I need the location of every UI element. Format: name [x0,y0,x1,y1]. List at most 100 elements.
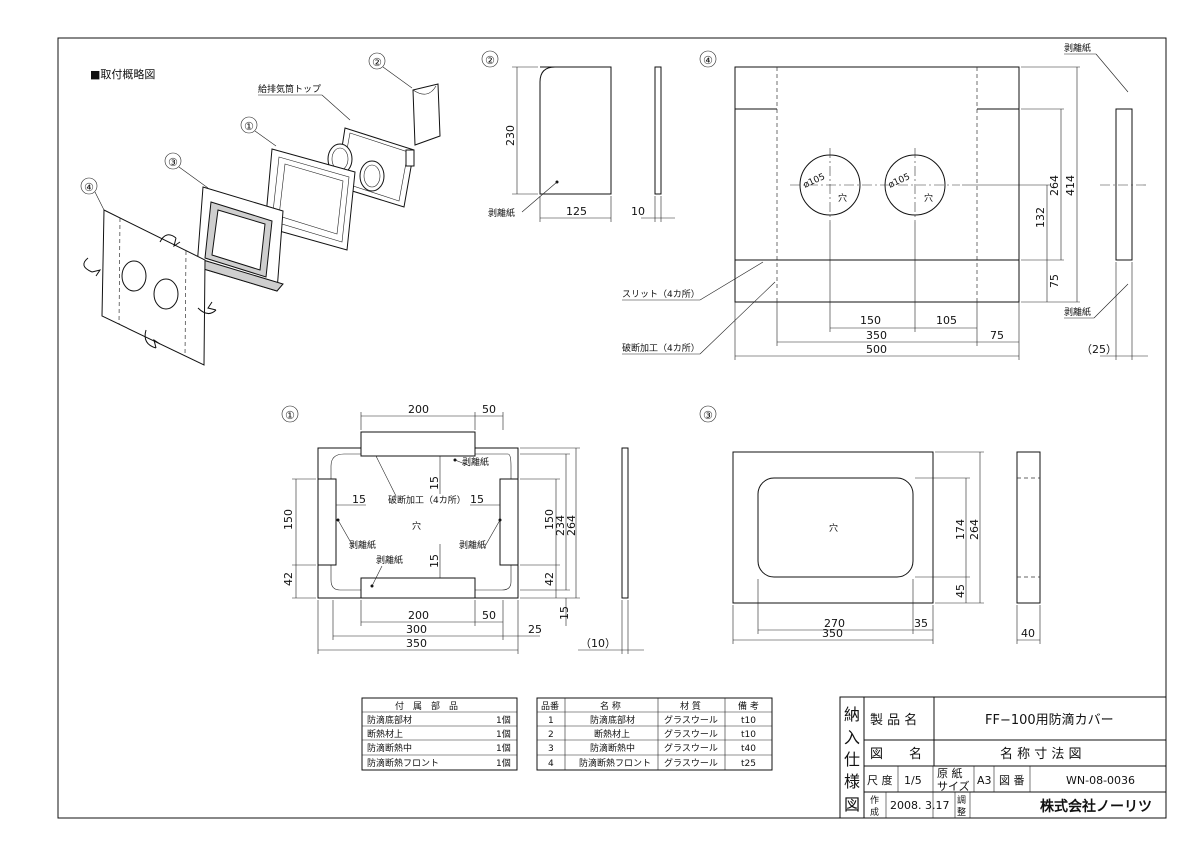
callout-3-circle [164,152,182,170]
v3-dim-40: 40 [1021,627,1035,640]
tb-made-label1: 作 [870,794,879,806]
acc-row-4-qty: 1個 [496,757,511,769]
parts-header-note: 備 考 [738,700,759,712]
parts-row-1-no: 1 [548,716,554,726]
v1-hole: 穴 [412,520,421,532]
v2-peel-label: 剥離紙 [488,207,515,219]
view-2-mark: ② [485,54,495,67]
v1-peel-left: 剥離紙 [349,539,376,551]
v1-peel-bottom: 剥離紙 [376,554,403,566]
v4-hole-left: 穴 [838,192,847,204]
parts-row-2-mat: グラスウール [664,728,718,740]
part-1-sketch [264,148,356,251]
drawing-frame [57,37,1167,819]
v1-dim-top50: 50 [482,403,496,416]
tb-side-4: 様 [844,772,860,791]
tb-company: 株式会社ノーリツ [1040,798,1152,815]
tb-number-value: WN-08-0036 [1066,774,1135,787]
callout-2-circle [368,52,386,70]
tb-product-label: 製 品 名 [870,712,917,728]
v3-dim-264: 264 [968,519,981,540]
v1-dim-v15a: 15 [428,476,441,490]
acc-row-3-name: 防滴断熱中 [367,742,412,754]
tb-drawing-value: 名 称 寸 法 図 [1000,746,1082,762]
view-1-mark: ① [285,409,295,422]
parts-header-name: 名 称 [600,700,621,712]
part-1-side [621,447,629,599]
v4-dia-left: ø105 [802,172,827,191]
part-4-sketch [83,209,217,366]
callout-1-circle [240,116,258,134]
tab-top [360,431,476,457]
v2-dim-10: 10 [631,205,645,218]
view-4-mark: ④ [703,54,713,67]
tb-paper-label2: サイズ [937,779,970,793]
v1-dim-b200: 200 [408,609,429,622]
vent-top-label: 給排気筒トップ [258,83,321,95]
callout-3: ③ [168,156,178,169]
tb-paper-value: A3 [977,774,992,787]
part-3-sketch [196,186,284,292]
v1-dim-r15: 15 [470,493,484,506]
acc-row-2-name: 断熱材上 [367,728,403,740]
v1-dim-v15b: 15 [428,554,441,568]
part-4-side [1115,108,1133,261]
v3-hole: 穴 [829,522,838,534]
tab-left [317,478,337,566]
tb-made-value: 2008. 3.17 [890,799,949,812]
title-block: 納 入 仕 様 図 製 品 名 FF−100用防滴カバー 図 名 名 称 寸 法… [839,696,1167,819]
tab-right [499,478,519,566]
view-4: ④ ø105 ø105 穴 穴 414 264 132 75 [622,42,1148,360]
v1-dim-b25: 25 [528,623,542,636]
v2-dim-230: 230 [504,125,517,146]
overview-title: ■取付概略図 [90,67,155,81]
parts-row-3-name: 防滴断熱中 [590,742,635,754]
v1-peel-right: 剥離紙 [459,539,486,551]
tb-side-3: 仕 [844,750,860,769]
v4-slit-label: スリット（4カ所） [622,289,700,300]
tb-product-value: FF−100用防滴カバー [985,712,1114,728]
parts-row-4-mat: グラスウール [664,757,718,769]
v1-dim-l150: 150 [282,509,295,530]
parts-header-mat: 材 質 [680,700,701,712]
tab-bottom [360,577,476,599]
parts-row-4-note: t25 [741,759,756,769]
v3-dim-174: 174 [954,519,967,540]
v1-peel-top-right: 剥離紙 [462,456,489,468]
v3-dim-270: 270 [824,617,845,630]
acc-row-2-qty: 1個 [496,728,511,740]
v1-break-label: 破断加工（4カ所） [388,494,466,506]
v1-dim-b50: 50 [482,609,496,622]
parts-row-2-no: 2 [548,730,554,740]
parts-row-3-mat: グラスウール [664,742,718,754]
tb-side-1: 納 [844,705,860,724]
v4-dim-105: 105 [936,314,957,327]
v4-dim-264: 264 [1048,175,1061,196]
v3-dim-35: 35 [914,617,928,630]
tb-paper-label1: 原 紙 [937,766,963,780]
parts-row-3-note: t40 [741,744,756,754]
part-2-side [654,66,662,195]
v3-dim-45: 45 [954,584,967,598]
v4-dia-right: ø105 [887,172,912,191]
v4-dim-414: 414 [1064,175,1077,196]
tb-scale-label: 尺 度 [867,773,893,787]
acc-row-1-qty: 1個 [496,714,511,726]
v1-dim-t10: （10） [580,637,616,650]
parts-row-2-note: t10 [741,730,756,740]
parts-row-3-no: 3 [548,744,554,754]
view-2: ② 230 125 10 剥離紙 [481,50,675,222]
v3-dim-350: 350 [822,627,843,640]
v1-dim-l15: 15 [352,493,366,506]
v1-dim-264: 264 [565,515,578,536]
v4-dim-132: 132 [1034,207,1047,228]
parts-row-1-note: t10 [741,716,756,726]
v1-dim-b350: 350 [406,637,427,650]
parts-table: 品番 名 称 材 質 備 考 1 防滴底部材 グラスウール t10 2 断熱材上… [536,697,773,771]
v1-dim-top200: 200 [408,403,429,416]
callout-1: ① [244,120,254,133]
parts-header-no: 品番 [541,700,559,712]
v4-dim-25: （25） [1081,343,1117,356]
v4-hole-right: 穴 [924,192,933,204]
